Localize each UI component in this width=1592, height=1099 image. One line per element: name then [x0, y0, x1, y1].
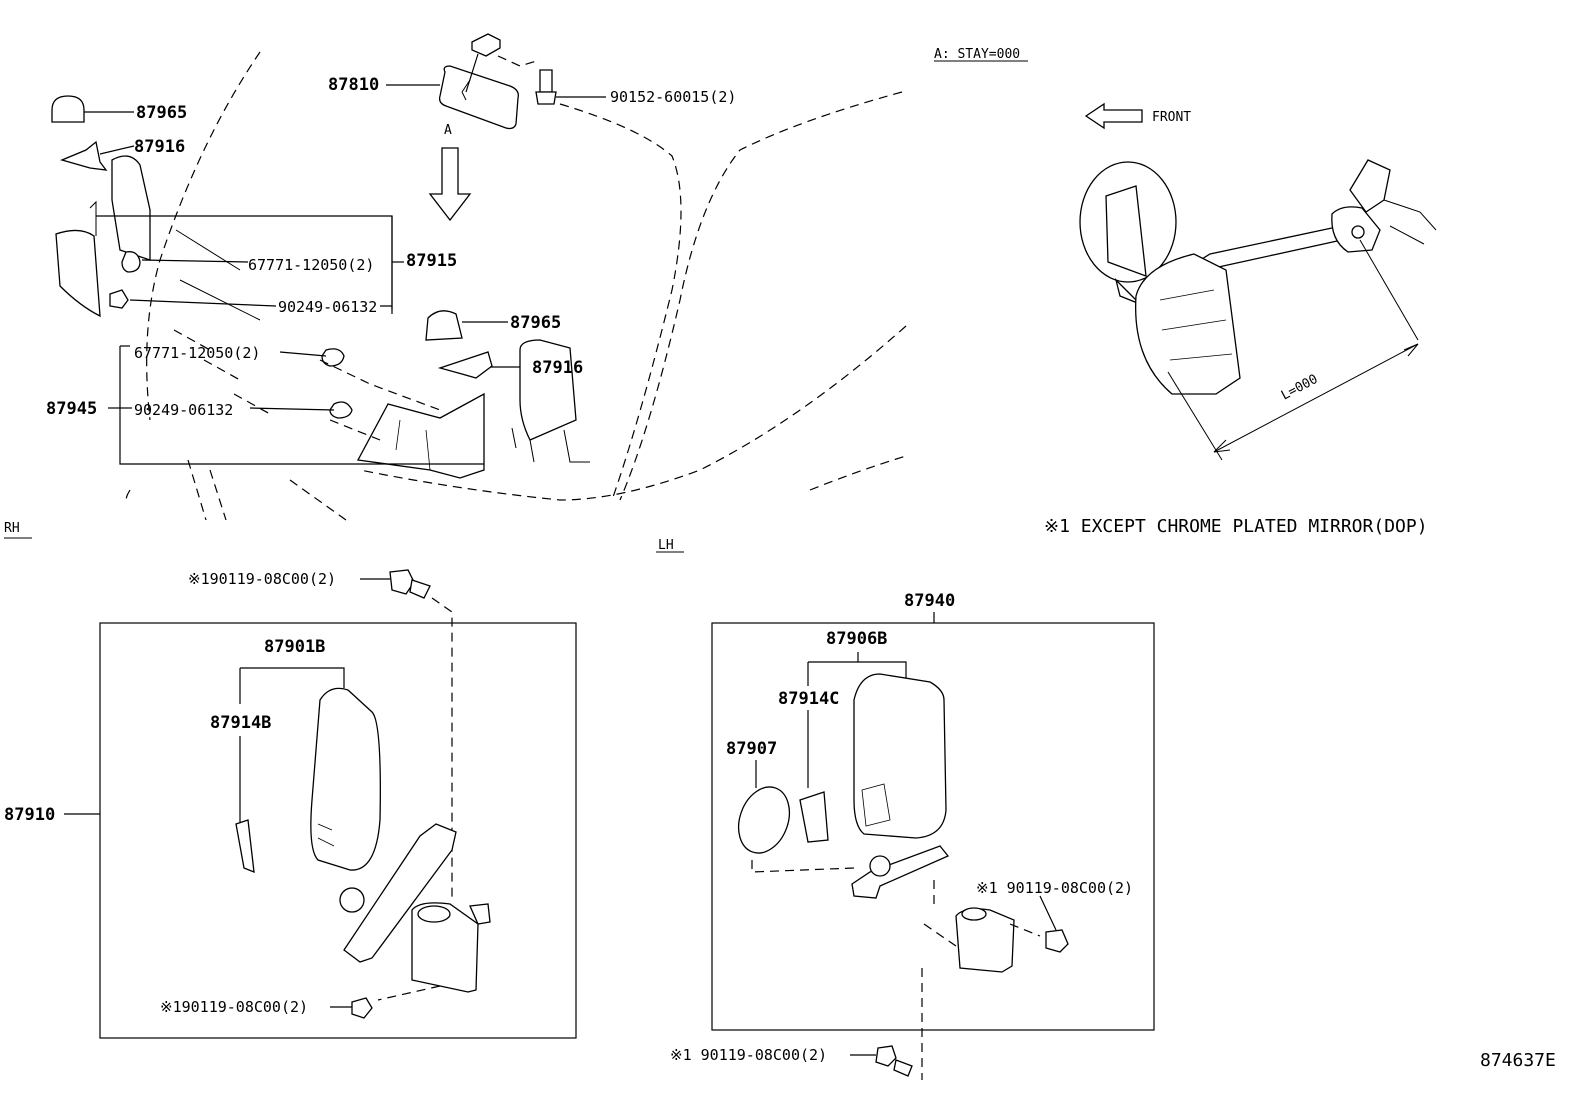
part-87810: 87810	[328, 75, 379, 95]
part-87915: 87915	[406, 251, 457, 271]
part-90119-top: ※190119-08C00(2)	[188, 570, 336, 588]
part-90119-lh-bottom: ※1 90119-08C00(2)	[670, 1046, 827, 1064]
view-a-arrow: A	[428, 123, 472, 222]
lh-upper-mirror	[108, 310, 590, 479]
inner-rear-view-mirror	[386, 33, 606, 130]
rh-label: RH	[4, 521, 20, 536]
part-87916-rh: 87916	[134, 137, 185, 157]
part-87910: 87910	[4, 805, 55, 825]
diagram-id: 874637E	[1480, 1050, 1556, 1071]
part-87907: 87907	[726, 739, 777, 759]
part-87916-lh: 87916	[532, 358, 583, 378]
stay-detail-mirror	[1079, 159, 1437, 461]
part-87940: 87940	[904, 591, 955, 611]
part-87965-lh: 87965	[510, 313, 561, 333]
part-87914c: 87914C	[778, 689, 839, 709]
part-87906b: 87906B	[826, 629, 887, 649]
svg-text:A: A	[444, 123, 452, 138]
lh-label: LH	[658, 538, 674, 553]
part-67771-12050-b: 67771-12050(2)	[134, 344, 260, 362]
part-87945: 87945	[46, 399, 97, 419]
part-90119-rh-bottom: ※190119-08C00(2)	[160, 998, 308, 1016]
rh-upper-mirror	[51, 95, 404, 321]
rh-mirror-assembly	[64, 569, 577, 1039]
front-label: FRONT	[1152, 110, 1191, 125]
part-90119-lh-right: ※1 90119-08C00(2)	[976, 879, 1133, 897]
part-67771-12050-a: 67771-12050(2)	[248, 256, 374, 274]
lh-mirror-assembly	[711, 612, 1155, 1080]
except-note: ※1 EXCEPT CHROME PLATED MIRROR(DOP)	[1044, 516, 1428, 537]
part-87901b: 87901B	[264, 637, 325, 657]
part-87914b: 87914B	[210, 713, 271, 733]
part-90249-06132-a: 90249-06132	[278, 298, 377, 316]
vehicle-body-outline	[125, 51, 907, 521]
stay-note: A: STAY=000	[934, 47, 1020, 62]
part-87965-rh: 87965	[136, 103, 187, 123]
part-90152-60015: 90152-60015(2)	[610, 88, 736, 106]
front-arrow	[1084, 102, 1143, 130]
part-90249-06132-b: 90249-06132	[134, 401, 233, 419]
